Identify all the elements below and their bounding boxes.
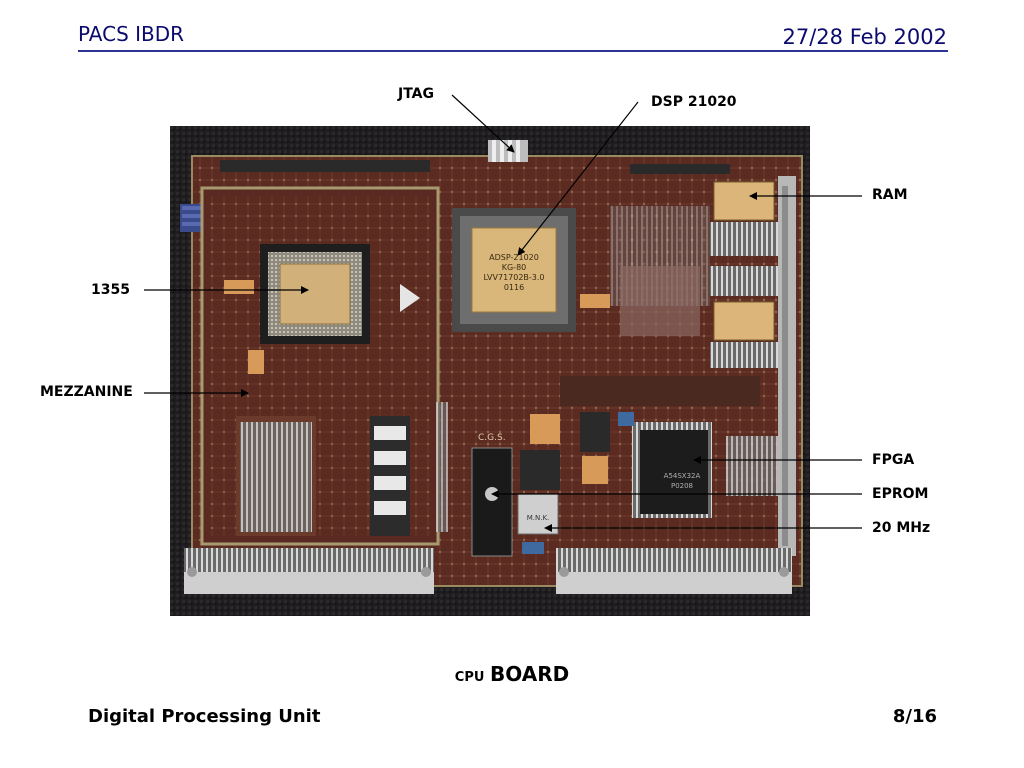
dsp-marking-1: ADSP-21020 <box>489 253 539 262</box>
callout-mezzanine: MEZZANINE <box>40 384 133 400</box>
osc-marking: M.N.K. <box>527 514 550 522</box>
callout-eprom: EPROM <box>872 486 929 502</box>
callout-fpga: FPGA <box>872 452 915 468</box>
callout-20mhz: 20 MHz <box>872 520 931 536</box>
footer-title: Digital Processing Unit <box>88 706 321 727</box>
caption-prefix: CPU <box>454 670 485 685</box>
dsp-marking-2: KG-80 <box>502 263 527 272</box>
caption-main: BOARD <box>490 662 570 686</box>
header-date: 27/28 Feb 2002 <box>782 25 948 49</box>
fpga-marking-1: A54SX32A <box>664 472 701 480</box>
dsp-marking-4: 0116 <box>504 283 524 292</box>
cpu-board-drawing: ADSP-21020 KG-80 LVV71702B-3.0 0116 A54S… <box>170 126 810 616</box>
callout-ram: RAM <box>872 187 908 203</box>
board-text: C.G.S. <box>478 433 506 443</box>
callout-dsp: DSP 21020 <box>651 94 737 110</box>
cpu-board-photo: ADSP-21020 KG-80 LVV71702B-3.0 0116 A54S… <box>170 126 810 616</box>
header-divider <box>78 50 948 52</box>
figure-caption: CPU BOARD <box>0 662 1024 686</box>
callout-jtag: JTAG <box>398 86 434 102</box>
callout-1355: 1355 <box>91 282 130 298</box>
fpga-marking-2: P0208 <box>671 482 693 490</box>
page-number: 8/16 <box>892 706 937 727</box>
dsp-marking-3: LVV71702B-3.0 <box>483 273 544 282</box>
header-title: PACS IBDR <box>78 22 185 46</box>
